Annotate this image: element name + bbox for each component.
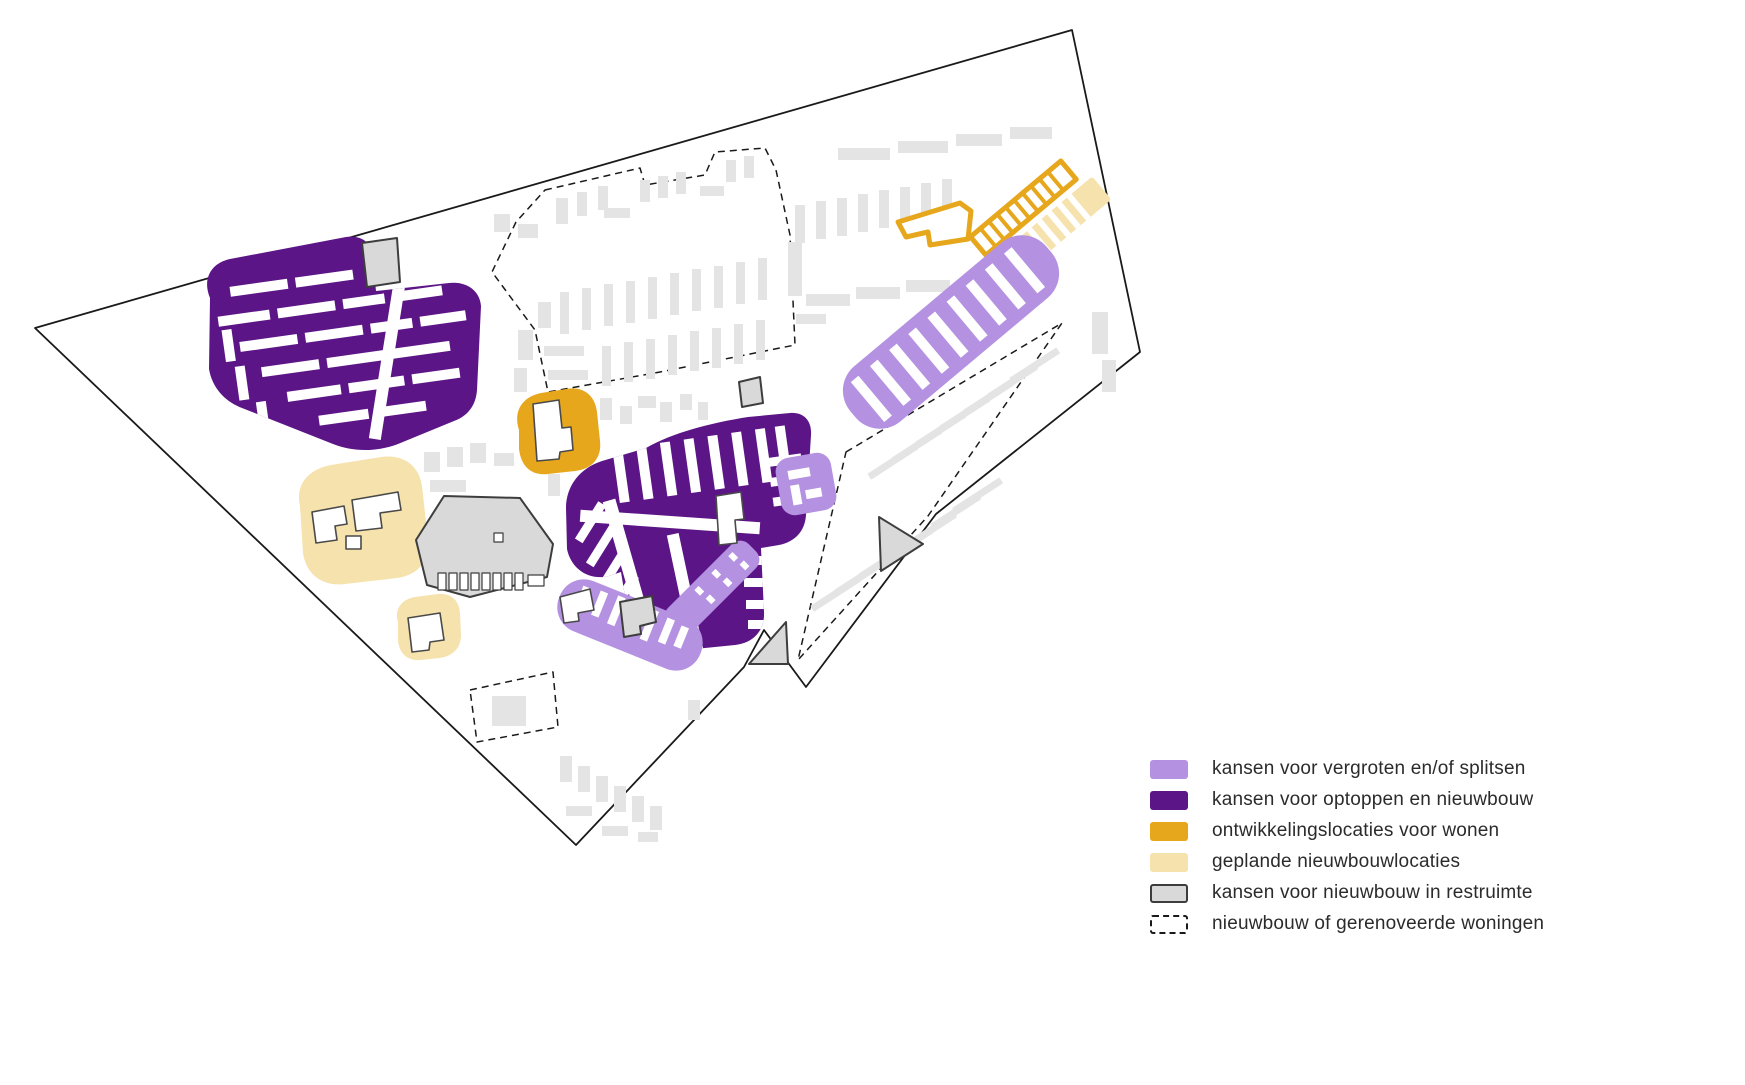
legend-item-gepland: geplande nieuwbouwlocaties [1150, 851, 1544, 873]
zone-optoppen-noordwest [207, 236, 481, 450]
zone-restruimte-midden-klein [738, 376, 764, 408]
legend-label-optoppen: kansen voor optoppen en nieuwbouw [1212, 789, 1534, 810]
legend-item-ontwikkeling: ontwikkelingslocaties voor wonen [1150, 820, 1544, 842]
zone-vergroten-zuid [557, 579, 703, 671]
building-zuid-wit [559, 588, 595, 624]
zone-restruimte-centrum [415, 495, 554, 598]
zone-restruimte-oost [878, 516, 924, 572]
legend-item-vergroten: kansen voor vergroten en/of splitsen [1150, 758, 1544, 780]
legend-swatch-renovatie [1150, 914, 1188, 934]
zone-gepland-west [298, 456, 429, 585]
legend-swatch-optoppen [1150, 790, 1188, 810]
zone-ontwikkeling-noordoost-gebouw [895, 200, 974, 248]
zone-vergroten-noordoost [842, 235, 1060, 429]
zone-vergroten-oost-klein [775, 452, 837, 516]
legend-label-vergroten: kansen voor vergroten en/of splitsen [1212, 758, 1526, 779]
legend-label-gepland: geplande nieuwbouwlocaties [1212, 851, 1461, 872]
legend-label-ontwikkeling: ontwikkelingslocaties voor wonen [1212, 820, 1500, 841]
legend-item-renovatie: nieuwbouw of gerenoveerde woningen [1150, 913, 1544, 935]
legend-swatch-vergroten [1150, 759, 1188, 779]
existing-buildings [424, 127, 1116, 842]
legend-swatch-ontwikkeling [1150, 821, 1188, 841]
legend-item-restruimte: kansen voor nieuwbouw in restruimte [1150, 882, 1544, 904]
zone-ontwikkeling-noordoost-band [967, 158, 1111, 287]
zone-vergroten-strip-centrum [664, 540, 760, 636]
zone-ontwikkeling-centrum [517, 388, 601, 475]
legend-item-optoppen: kansen voor optoppen en nieuwbouw [1150, 789, 1544, 811]
zone-restruimte-noordwest [361, 237, 401, 288]
map-legend: kansen voor vergroten en/of splitsen kan… [1150, 758, 1544, 935]
legend-label-renovatie: nieuwbouw of gerenoveerde woningen [1212, 913, 1545, 934]
legend-swatch-gepland [1150, 852, 1188, 872]
building-zuid-grijs [619, 595, 657, 638]
legend-label-restruimte: kansen voor nieuwbouw in restruimte [1212, 882, 1533, 903]
dashed-area-east [797, 322, 1063, 661]
zone-restruimte-zuid [748, 621, 789, 665]
dashed-area-south [469, 671, 559, 743]
zone-gepland-zuidwest [396, 593, 461, 661]
legend-swatch-restruimte [1150, 883, 1188, 903]
building-centrum-wit [715, 491, 745, 546]
